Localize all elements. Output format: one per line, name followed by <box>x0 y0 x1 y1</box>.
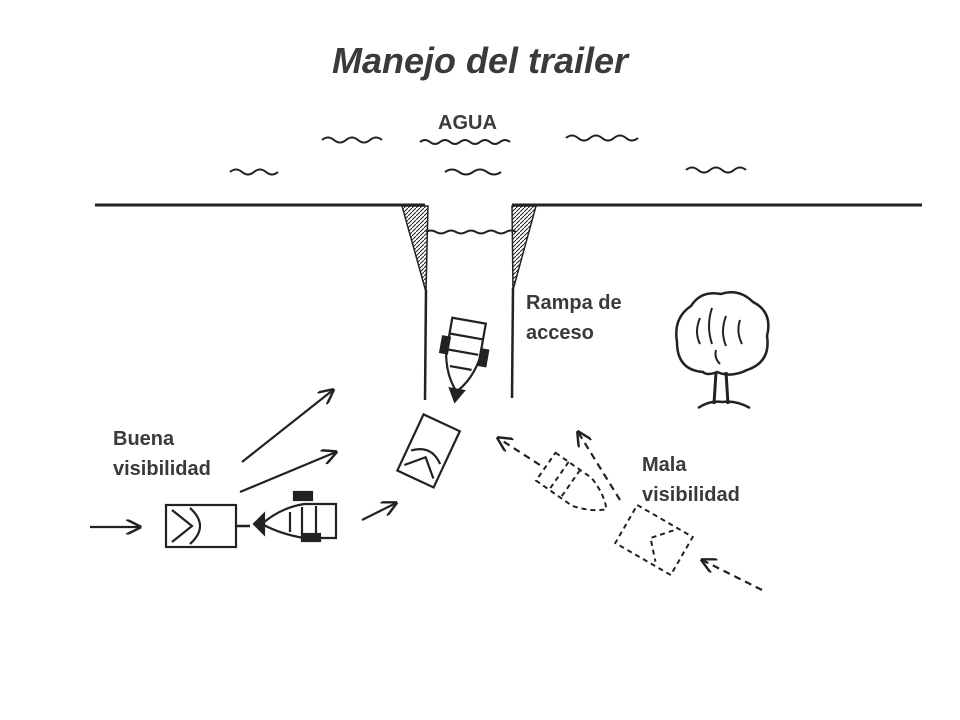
label-bad-visibility: Mala visibilidad <box>642 450 740 510</box>
label-bad-line2: visibilidad <box>642 484 740 506</box>
tree-icon <box>675 291 770 410</box>
label-ramp-line2: acceso <box>526 322 594 344</box>
water-waves <box>229 134 747 235</box>
label-good-line1: Buena <box>113 428 175 450</box>
car-left <box>164 503 238 549</box>
label-ramp-line1: Rampa de <box>526 292 622 314</box>
label-ramp: Rampa de acceso <box>526 288 622 348</box>
label-bad-line1: Mala <box>642 454 687 476</box>
label-good-visibility: Buena visibilidad <box>113 424 211 484</box>
car-right-dashed <box>613 503 695 577</box>
diagram-title: Manejo del trailer <box>331 40 629 81</box>
boat-left <box>252 490 338 543</box>
boat-middle <box>438 316 490 404</box>
ramp-walls <box>401 205 537 401</box>
boat-right-dashed <box>534 451 608 512</box>
label-good-line2: visibilidad <box>113 458 211 480</box>
car-middle <box>395 412 462 489</box>
solid-arrows <box>90 390 396 527</box>
label-water: AGUA <box>438 112 497 134</box>
